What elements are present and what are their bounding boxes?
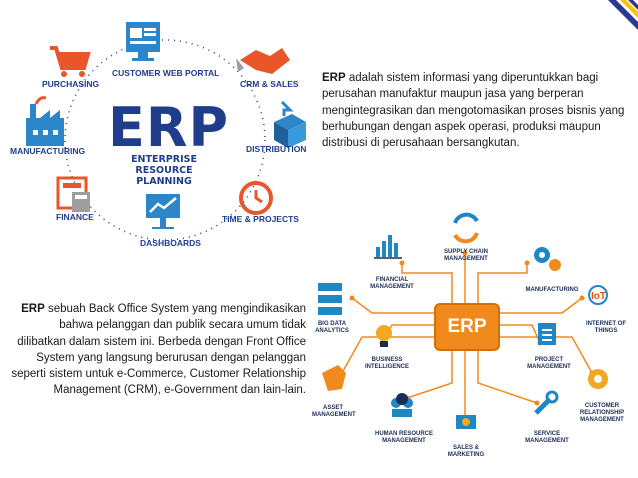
box-icon	[274, 100, 306, 148]
hub-label-service: SERVICE MANAGEMENT	[525, 431, 569, 444]
erp-center-subtitle-2: PLANNING	[136, 176, 192, 187]
erp-module-diagram: ERP ENTERPRISE RESOURCE PLANNING PURCHAS…	[0, 10, 312, 258]
node-label-purchasing: PURCHASING	[42, 79, 100, 89]
money-icon	[456, 415, 476, 429]
clock-icon	[239, 181, 273, 215]
lightbulb-icon	[376, 325, 392, 347]
hub-label-supply-chain: SUPPLY CHAIN MANAGEMENT	[443, 249, 488, 262]
node-label-manufacturing: MANUFACTURING	[10, 146, 86, 156]
back-office-text: sebuah Back Office System yang mengindik…	[11, 303, 306, 397]
hub-label-big-data: BIG DATA ANALYTICS	[315, 321, 349, 334]
erp-center-logo: ERP ENTERPRISE RESOURCE PLANNING	[108, 96, 230, 188]
hub-label-sales-marketing: SALES & MARKETING	[447, 445, 485, 458]
calculator-icon	[56, 176, 90, 212]
factory-icon	[26, 96, 64, 146]
hub-label-project: PROJECT MANAGEMENT	[527, 357, 571, 370]
people-icon	[391, 393, 413, 417]
hub-label-iot: INTERNET OF THINGS	[586, 321, 626, 334]
hub-label-crm: CUSTOMER RELATIONSHIP MANAGEMENT	[579, 403, 625, 423]
document-icon	[538, 323, 556, 345]
dashboard-icon	[146, 194, 180, 229]
bar-chart-icon	[374, 235, 402, 259]
erp-center-subtitle-1: ENTERPRISE RESOURCE	[131, 154, 197, 176]
hub-label-asset: ASSET MANAGEMENT	[312, 405, 356, 418]
corner-stripe-decoration	[608, 0, 638, 30]
back-office-bold: ERP	[21, 303, 45, 315]
gears-icon	[534, 247, 561, 271]
hub-label-hr: HUMAN RESOURCE MANAGEMENT	[374, 431, 433, 444]
shopping-cart-icon	[50, 46, 91, 77]
wrench-icon	[534, 390, 559, 415]
svg-text:IoT: IoT	[591, 291, 606, 302]
hub-center-erp: ERP	[434, 303, 500, 351]
customer-icon	[588, 369, 608, 389]
back-office-paragraph: ERP sebuah Back Office System yang mengi…	[8, 301, 306, 399]
refresh-icon	[453, 212, 479, 244]
node-label-finance: FINANCE	[56, 212, 94, 222]
node-label-distribution: DISTRIBUTION	[246, 144, 307, 154]
node-label-dashboards: DASHBOARDS	[140, 238, 201, 248]
erp-hub-diagram: IoT ERP SUPPLY CHAIN MANAGEMENT FINANCIA…	[312, 203, 638, 478]
erp-definition-bold: ERP	[322, 72, 346, 84]
erp-definition-paragraph: ERP adalah sistem informasi yang diperun…	[322, 70, 628, 151]
node-label-customer-web-portal: CUSTOMER WEB PORTAL	[112, 68, 220, 78]
erp-center-title: ERP	[108, 96, 230, 159]
web-portal-icon	[126, 22, 160, 61]
iot-icon: IoT	[588, 285, 608, 305]
node-label-time-projects: TIME & PROJECTS	[222, 214, 299, 224]
erp-definition-text: adalah sistem informasi yang diperuntukk…	[322, 72, 625, 150]
handshake-icon	[236, 48, 290, 74]
hub-label-financial: FINANCIAL MANAGEMENT	[370, 277, 414, 290]
hierarchy-icon	[318, 283, 342, 315]
hub-label-business-intelligence: BUSINESS INTELLIGENCE	[364, 357, 409, 370]
node-label-crm-sales: CRM & SALES	[240, 79, 299, 89]
hub-label-manufacturing: MANUFACTURING	[525, 287, 579, 293]
erp-diagram-graphics	[26, 22, 306, 241]
hand-icon	[322, 365, 346, 391]
erp-hub-graphics: IoT	[318, 212, 608, 429]
